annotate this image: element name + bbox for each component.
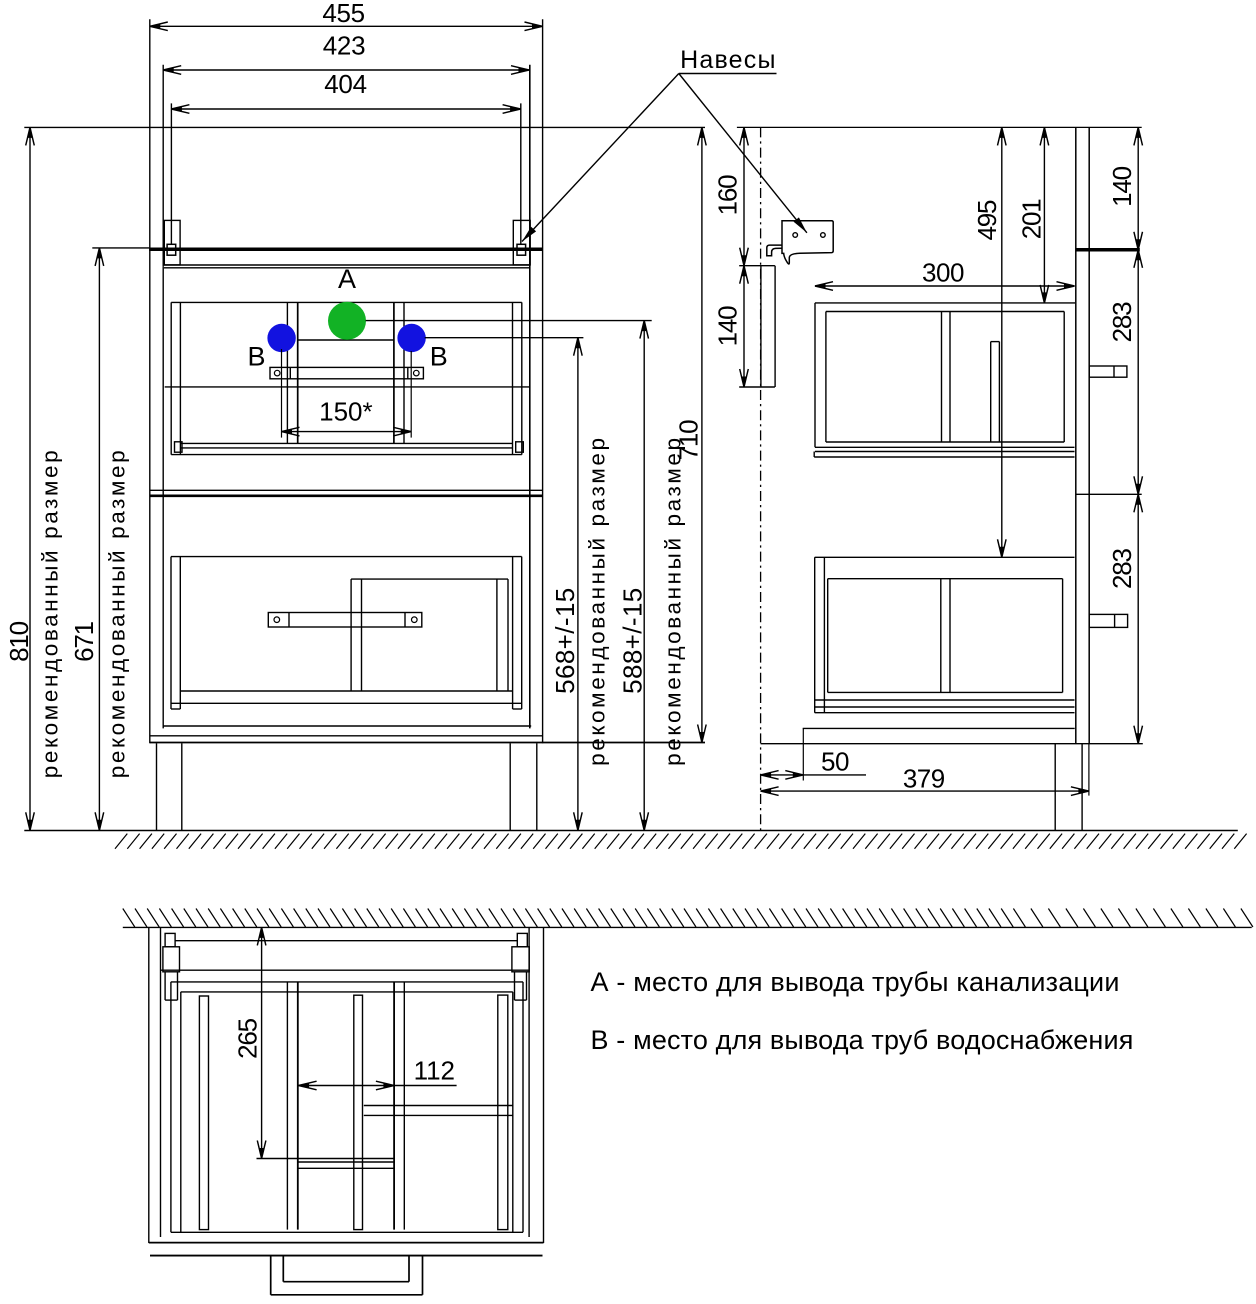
svg-text:Навесы: Навесы (680, 46, 777, 74)
svg-text:рекомендованный размер: рекомендованный размер (585, 435, 610, 766)
svg-text:140: 140 (712, 306, 742, 347)
svg-text:423: 423 (323, 31, 365, 61)
svg-text:112: 112 (414, 1056, 455, 1086)
svg-text:А - место для вывода трубы кан: А - место для вывода трубы канализации (591, 967, 1120, 997)
svg-text:рекомендованный размер: рекомендованный размер (38, 448, 63, 779)
svg-text:283: 283 (1107, 548, 1137, 589)
svg-text:588+/-15: 588+/-15 (617, 587, 647, 694)
svg-text:265: 265 (232, 1018, 262, 1059)
svg-text:455: 455 (322, 0, 364, 28)
svg-text:404: 404 (324, 69, 366, 99)
svg-text:B: B (247, 342, 265, 372)
svg-text:160: 160 (712, 175, 742, 216)
svg-text:810: 810 (4, 621, 34, 662)
svg-text:B: B (430, 342, 448, 372)
svg-text:379: 379 (903, 764, 945, 794)
svg-text:140: 140 (1107, 166, 1137, 207)
svg-text:A: A (338, 264, 356, 294)
svg-text:300: 300 (922, 258, 964, 288)
svg-text:50: 50 (821, 747, 849, 777)
svg-text:568+/-15: 568+/-15 (550, 587, 580, 694)
svg-text:рекомендованный размер: рекомендованный размер (105, 448, 130, 779)
svg-text:671: 671 (69, 621, 99, 662)
svg-text:рекомендованный размер: рекомендованный размер (660, 435, 685, 766)
svg-text:710: 710 (674, 420, 704, 461)
svg-text:В - место для вывода труб водо: В - место для вывода труб водоснабжения (591, 1025, 1134, 1055)
svg-text:150*: 150* (319, 397, 373, 427)
svg-text:283: 283 (1107, 302, 1137, 343)
svg-text:201: 201 (1017, 199, 1047, 240)
svg-text:495: 495 (972, 200, 1002, 241)
